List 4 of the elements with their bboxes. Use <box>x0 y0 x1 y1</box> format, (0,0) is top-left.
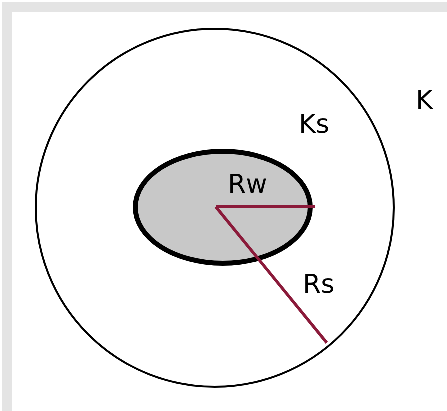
variable-label: Rs <box>303 272 335 298</box>
region-label: Ks <box>299 112 330 138</box>
region-label: Rw <box>228 172 268 198</box>
variable-label: K <box>416 88 434 114</box>
